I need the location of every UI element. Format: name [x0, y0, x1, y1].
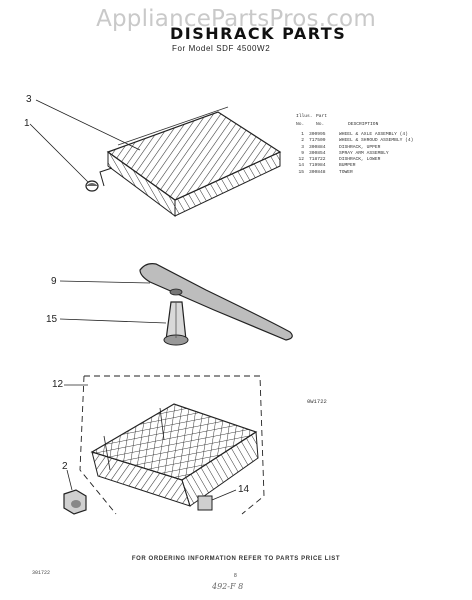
cell-illus: 14: [298, 163, 304, 169]
cell-part: 717509: [309, 138, 326, 144]
watermark-text: AppliancePartsPros.com: [96, 6, 376, 32]
wheel-axle-part: [85, 180, 99, 192]
callout-9: 9: [51, 276, 57, 287]
cell-desc: WHEEL & SHROUD ASSEMBLY (4): [339, 138, 414, 144]
leader-lines: [29, 99, 237, 501]
figure-code: 0W1722: [307, 398, 327, 405]
leader-1: [29, 123, 89, 183]
lower-rack-outline: [84, 375, 265, 515]
table-row: 1 300995 WHEEL & AXLE ASSEMBLY (4): [296, 132, 466, 138]
table-row: 2 717509 WHEEL & SHROUD ASSEMBLY (4): [296, 138, 466, 144]
table-row: 9 300854 SPRAY ARM ASSEMBLY: [296, 151, 466, 157]
cell-part: 300848: [309, 169, 326, 175]
cell-desc: DISHRACK, LOWER: [339, 157, 381, 163]
callout-2: 2: [62, 461, 68, 472]
cell-part: 300884: [309, 144, 326, 150]
document-code: 301722: [32, 570, 51, 576]
handwritten-note: 492-F 8: [212, 582, 244, 591]
header-illus: Illus.: [296, 114, 313, 119]
table-row: 12 718722 DISHRACK, LOWER: [296, 157, 466, 163]
spray-arm-part: [139, 263, 293, 341]
cell-illus: 2: [301, 138, 304, 144]
leader-9: [59, 280, 151, 284]
cell-illus: 1: [301, 132, 304, 137]
wheel-shroud-part: [63, 489, 87, 515]
cell-desc: SPRAY ARM ASSEMBLY: [339, 150, 389, 156]
cell-illus: 15: [298, 169, 304, 175]
leader-14: [211, 489, 237, 501]
header-no-1: No.: [296, 122, 305, 127]
lower-dishrack: [90, 403, 259, 507]
bumper-part: [197, 495, 213, 511]
cell-desc: WHEEL & AXLE ASSEMBLY (4): [339, 132, 408, 137]
cell-part: 719984: [309, 163, 326, 169]
cell-part: 300995: [309, 132, 326, 137]
callout-14: 14: [238, 484, 250, 495]
cell-illus: 12: [298, 157, 304, 163]
cell-part: 300854: [309, 150, 326, 156]
header-no-2: No.: [316, 122, 325, 127]
ordering-note: FOR ORDERING INFORMATION REFER TO PARTS …: [131, 556, 341, 562]
cell-part: 718722: [309, 157, 326, 163]
model-subtitle: For Model SDF 4500W2: [172, 44, 271, 53]
upper-dishrack: [99, 106, 282, 217]
tower-part: [163, 301, 189, 346]
callout-12: 12: [52, 379, 64, 390]
header-part: Part: [316, 114, 328, 119]
cell-illus: 3: [301, 144, 304, 150]
callout-3: 3: [26, 94, 32, 105]
leader-15: [59, 318, 167, 324]
table-header: Illus. Part No. No. DESCRIPTION: [296, 114, 466, 132]
callout-15: 15: [46, 314, 58, 325]
cell-illus: 9: [301, 150, 304, 156]
header-description: DESCRIPTION: [348, 122, 379, 127]
table-row: 3 300884 DISHRACK, UPPER: [296, 145, 466, 151]
cell-desc: TOWER: [339, 169, 353, 175]
table-row: 15 300848 TOWER: [296, 170, 466, 176]
leader-2: [66, 469, 73, 491]
page-title: DISHRACK PARTS: [170, 24, 347, 43]
callout-1: 1: [24, 118, 30, 129]
table-body: 1 300995 WHEEL & AXLE ASSEMBLY (4) 2 717509 W…: [296, 132, 466, 176]
page-number: 8: [234, 573, 237, 579]
leader-3: [35, 99, 141, 151]
cell-desc: DISHRACK, UPPER: [339, 144, 381, 150]
cell-desc: BUMPER: [339, 163, 356, 169]
table-row: 14 719984 BUMPER: [296, 163, 466, 169]
